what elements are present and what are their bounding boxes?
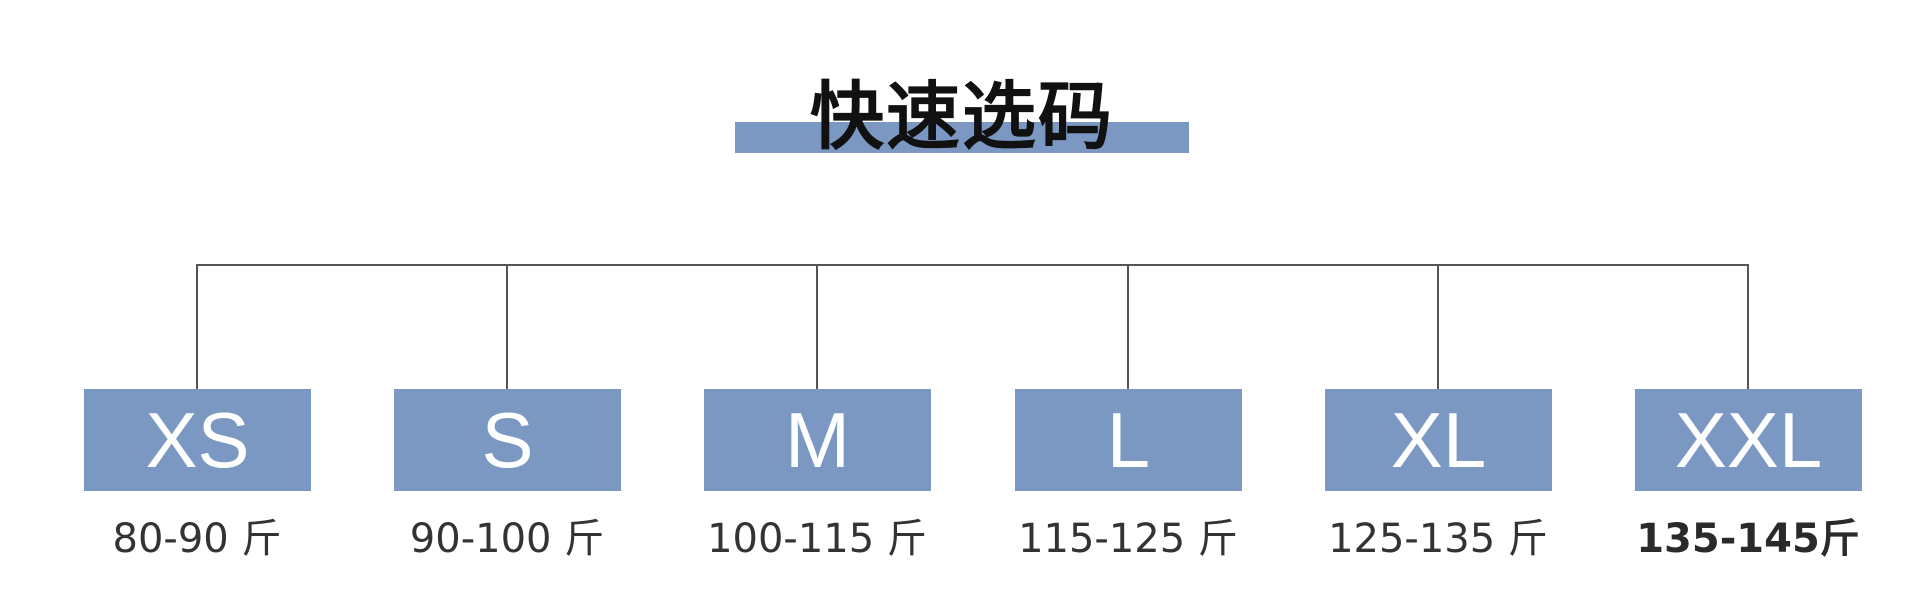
weight-label-m: 100-115 斤 xyxy=(707,516,927,562)
connector-horizontal-line xyxy=(196,264,1749,266)
weight-label-l: 115-125 斤 xyxy=(1018,516,1238,562)
size-box-l: L xyxy=(1015,389,1242,491)
size-box-s: S xyxy=(394,389,621,491)
connector-line-s xyxy=(506,264,508,390)
connector-line-xxl xyxy=(1747,264,1749,390)
connector-line-l xyxy=(1127,264,1129,390)
connector-line-xl xyxy=(1437,264,1439,390)
connector-line-xs xyxy=(196,264,198,390)
size-box-m: M xyxy=(704,389,931,491)
weight-label-s: 90-100 斤 xyxy=(409,516,605,562)
connector-line-m xyxy=(816,264,818,390)
weight-label-xl: 125-135 斤 xyxy=(1328,516,1548,562)
size-box-xxl: XXL xyxy=(1635,389,1862,491)
weight-label-xxl: 135-145斤 xyxy=(1636,516,1860,562)
title-underline-bar xyxy=(735,122,1189,153)
size-box-xl: XL xyxy=(1325,389,1552,491)
page-title: 快速选码 xyxy=(810,74,1114,160)
size-box-xs: XS xyxy=(84,389,311,491)
weight-label-xs: 80-90 斤 xyxy=(112,516,282,562)
